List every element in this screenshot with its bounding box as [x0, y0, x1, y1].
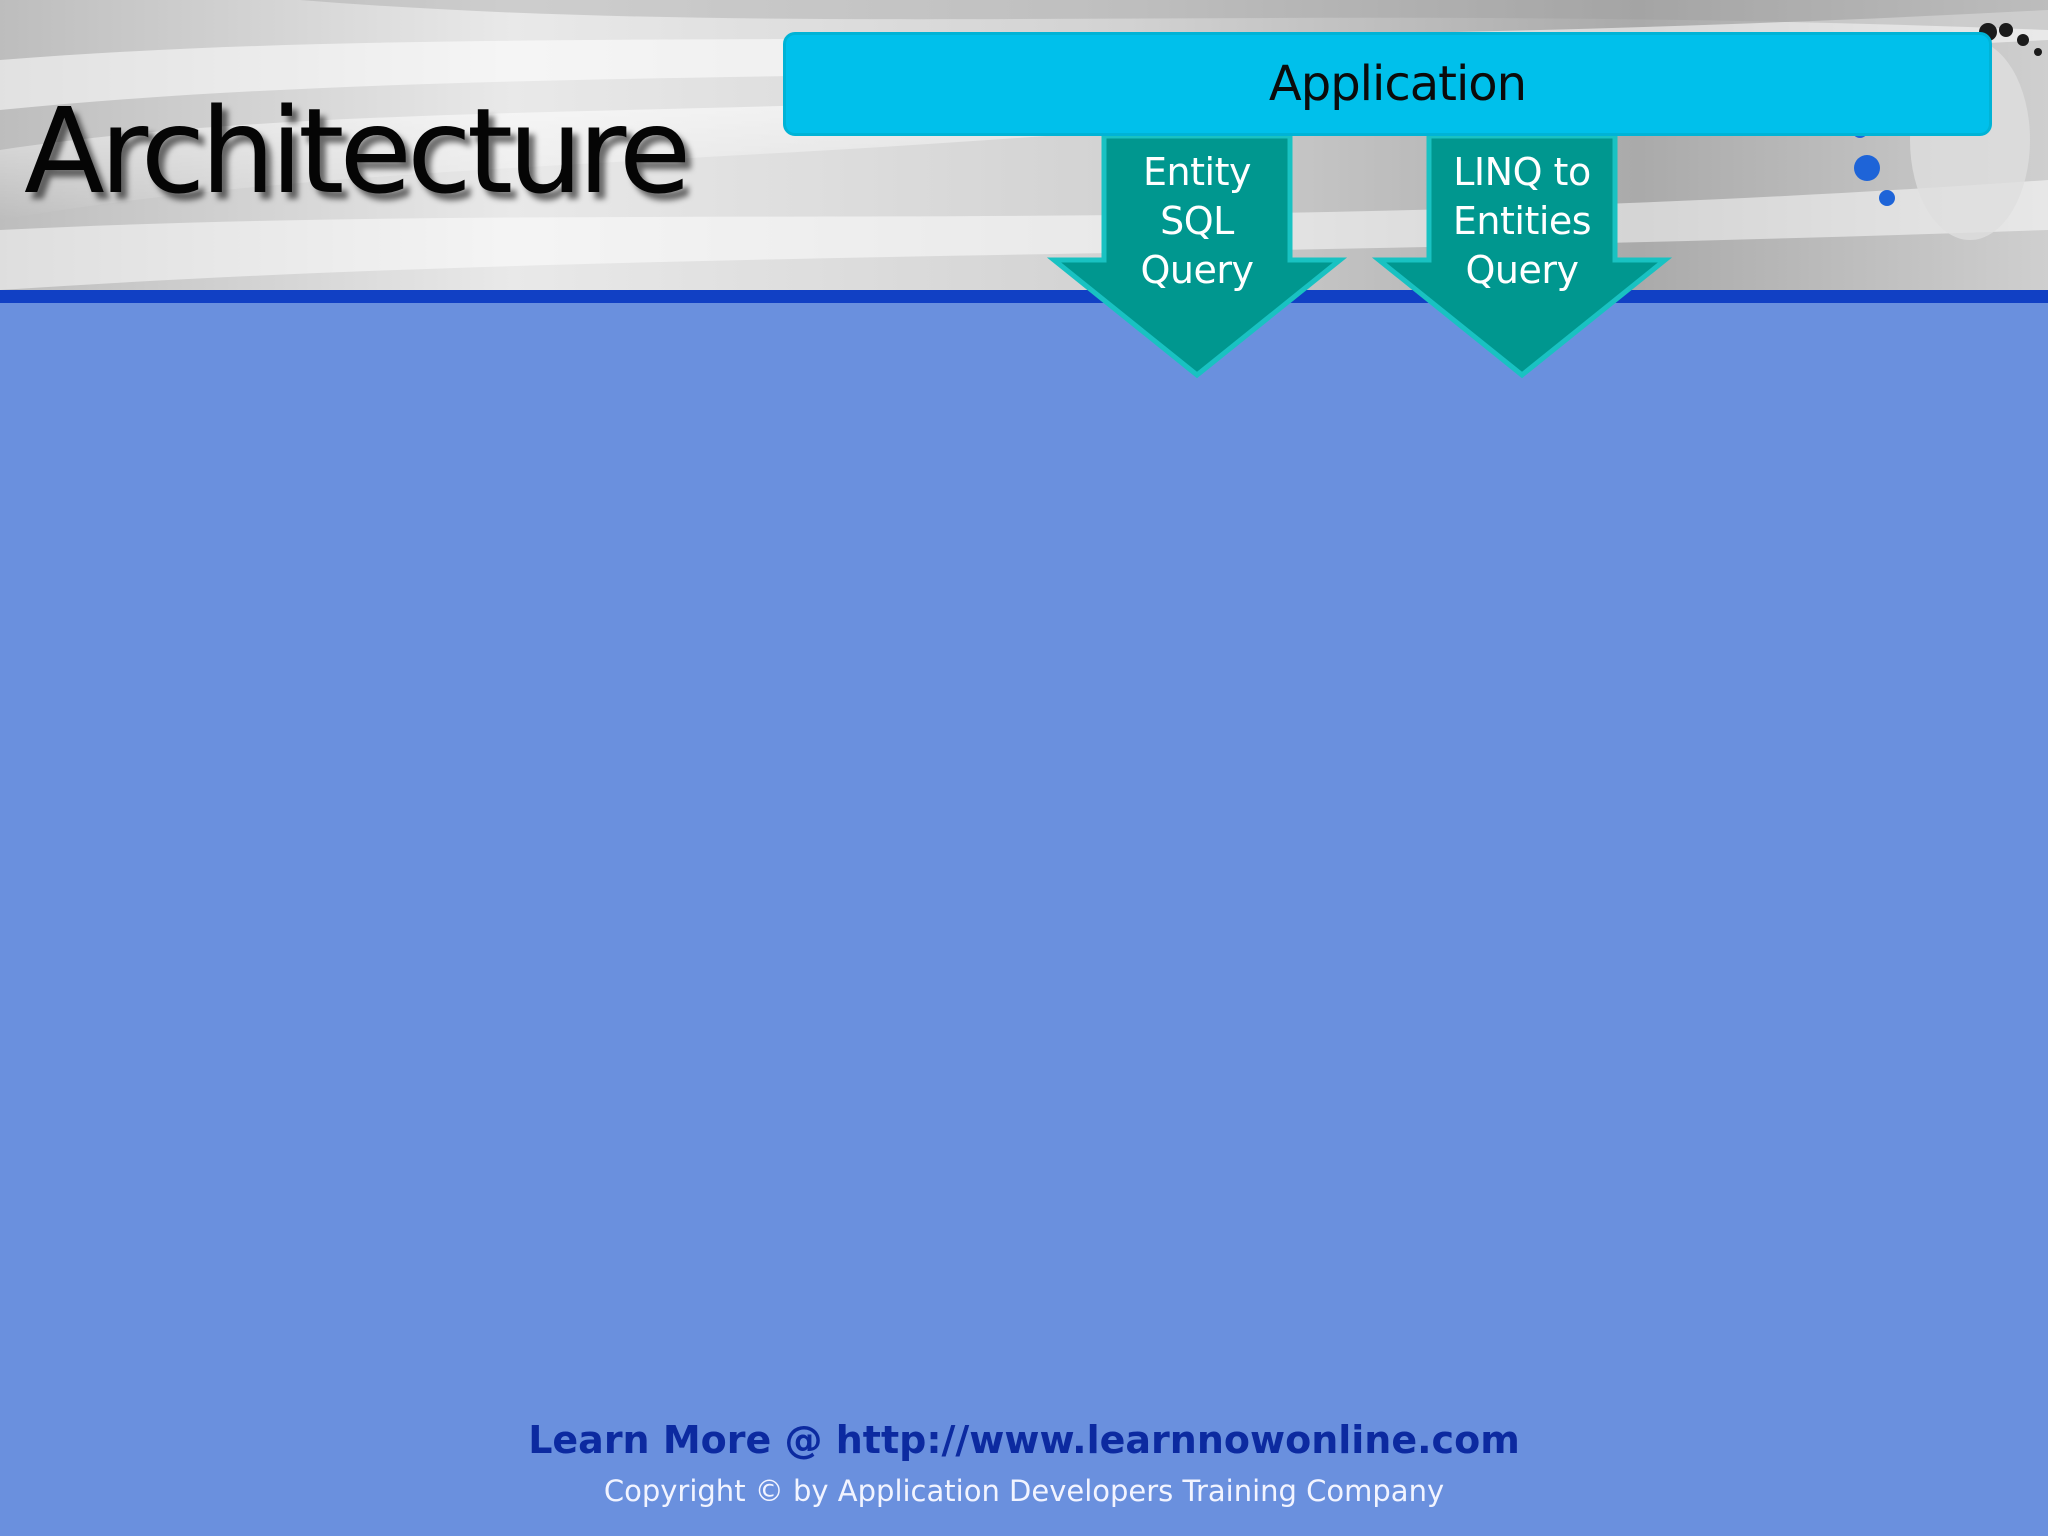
arrow-label-line: LINQ to — [1453, 150, 1591, 194]
application-label: Application — [1268, 56, 1527, 112]
arrow-label-line: SQL — [1160, 199, 1234, 243]
arrow-label-line: Query — [1465, 248, 1579, 292]
linq-to-entities-arrow — [1371, 133, 1673, 379]
header-stripe — [0, 290, 2048, 303]
entity-sql-arrow-label: Entity SQL Query — [1046, 148, 1348, 295]
footer-copyright: Copyright © by Application Developers Tr… — [603, 1474, 1445, 1508]
arrow-label-line: Entity — [1143, 150, 1251, 194]
linq-to-entities-arrow-label: LINQ to Entities Query — [1371, 148, 1673, 295]
page-title: Architecture — [24, 82, 691, 220]
application-box: Application — [783, 32, 1992, 136]
footer-link[interactable]: Learn More @ http://www.learnnowonline.c… — [528, 1418, 1520, 1462]
arrow-label-line: Query — [1140, 248, 1254, 292]
entity-sql-arrow — [1046, 133, 1348, 379]
arrow-label-line: Entities — [1452, 199, 1592, 243]
